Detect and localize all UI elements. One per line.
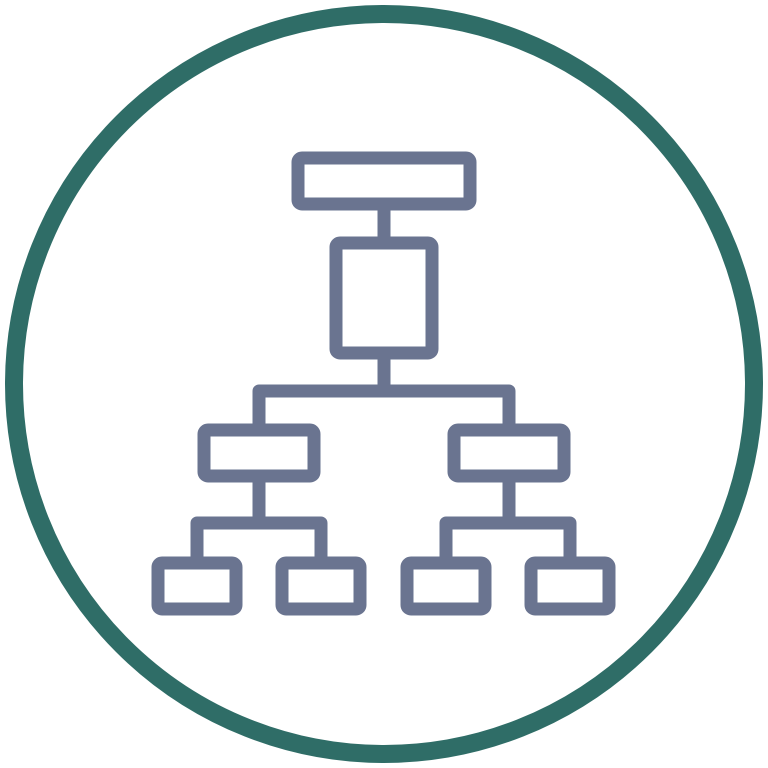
- top-node-box: [291, 151, 477, 211]
- middle-node-box: [329, 236, 439, 360]
- left-leaf-branch-connector: [190, 516, 328, 563]
- level2-branch-connector: [252, 384, 516, 430]
- outer-ring: [5, 5, 763, 763]
- leaf-box-1: [151, 556, 243, 616]
- leaf-box-2: [275, 556, 367, 616]
- right-child-box: [447, 423, 571, 483]
- left-child-box: [197, 423, 321, 483]
- leaf-box-3: [400, 556, 492, 616]
- leaf-box-4: [524, 556, 616, 616]
- org-chart-glyph: [151, 151, 616, 616]
- right-leaf-branch-connector: [439, 516, 577, 563]
